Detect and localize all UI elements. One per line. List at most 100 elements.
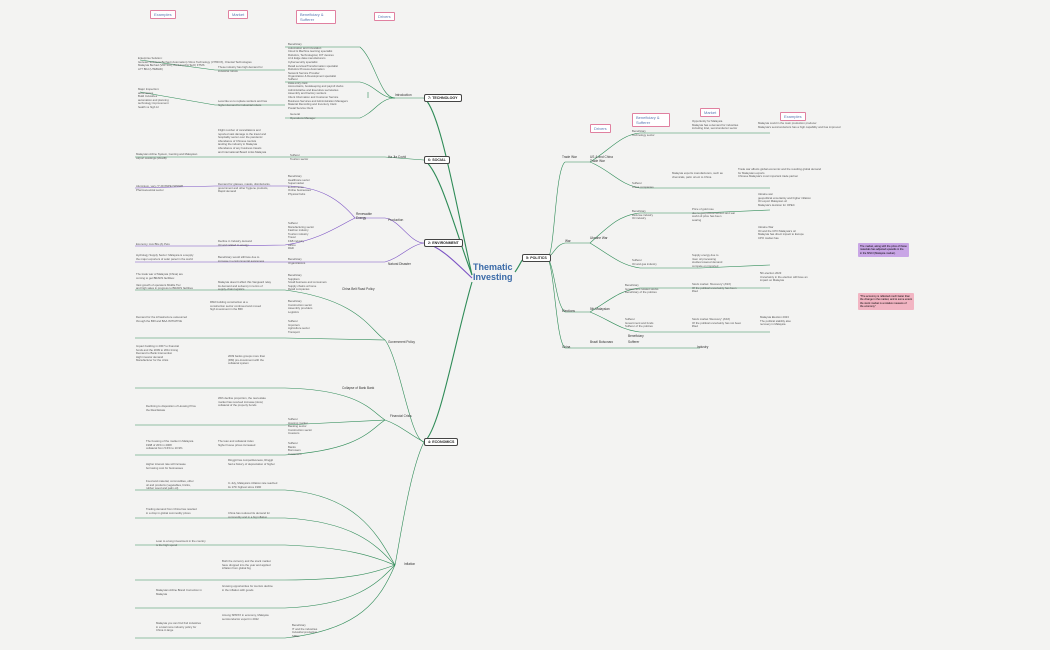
driver-label: Trade War: [562, 155, 577, 159]
sub-driver: 5th Malaysian: [590, 307, 610, 311]
driver-label: Ha Jia Covid: [388, 155, 407, 159]
header-market-right: Market: [700, 108, 721, 117]
pol-election-market: Stock market: 'Recovery' (ASX) Of the po…: [692, 282, 737, 294]
env-sufferer: Sufferer Manufacturing sector Fashion in…: [288, 221, 315, 251]
pol-election-example-2: Malaysia Election 2023 The political sta…: [760, 315, 791, 327]
tech-market-2: Less like us to replace workers and has …: [218, 99, 267, 107]
pol-war-beneficiary: Beneficiary Defense industry Oil industr…: [632, 209, 653, 221]
pol-war-market-2: Supply energy due to risen oil processin…: [692, 253, 723, 268]
eco-market-10: Growing opportunities for tourism declin…: [222, 584, 273, 592]
eco-beneficiary-11: Beneficiary IT and the industries Indust…: [292, 623, 318, 638]
eco-market-9: Both the currency and the stock market h…: [222, 559, 271, 571]
driver-label: Financial Crisis: [390, 414, 412, 418]
driver-label: Introduction: [395, 93, 412, 97]
env-beneficiary: Beneficiary Healthcare sector Supermarke…: [288, 174, 311, 196]
eco-example-4: Declining to disposition of Housing Pric…: [146, 404, 196, 412]
env-example-2: Economy: Aux Bfa (A) Pets: [136, 242, 170, 246]
pol-election-sufferer: Sufferer Government and funds Sufferer o…: [625, 317, 654, 329]
eco-sufferer-4: Sufferer Housing market Banking sector C…: [288, 417, 313, 436]
tech-beneficiary: Beneficiary Automation and Innovation Cl…: [288, 42, 338, 79]
pol-tradewar-market: Opportunity for Malaysia Malaysia has a …: [692, 119, 739, 131]
link-center-env: [423, 242, 473, 279]
env-beneficiary-2: Beneficiary Organizations: [288, 257, 306, 265]
note-callout-pink: "The economy is reflected much faster th…: [858, 293, 915, 311]
eco-example-1: The trade war of Malaysia (China) are co…: [136, 272, 193, 291]
env-market-1: Demand for glasses, masks, disinfectants…: [218, 182, 271, 194]
eco-example-11: Malaysia you can find find industries in…: [156, 621, 201, 633]
tech-general: General Operations Manager: [290, 112, 316, 120]
tech-market-1: These industry has high demand for indus…: [218, 65, 263, 73]
sub-driver: Industry: [697, 345, 709, 349]
eco-example-10: Malaysian Airline Brand Correction in Ma…: [156, 588, 202, 596]
pol-war-market: Price of gold rose due to geopolitical t…: [692, 207, 736, 222]
driver-label: Natural Disaster: [388, 262, 411, 266]
eco-label: Collapse of Bank Bank: [342, 386, 375, 390]
header-beneficiary-right: Beneficiary & Sufferer: [632, 113, 670, 127]
driver-label: War: [565, 239, 571, 243]
driver-label: Elections: [562, 309, 575, 313]
social-sufferer: Sufferer Tourism sector: [290, 153, 309, 161]
tech-example-2: Major Inspection: automations Build Indu…: [138, 87, 169, 109]
driver-label: Renewable Energy: [356, 212, 372, 220]
eco-market-4: With decline proportion, the real estate…: [218, 396, 266, 408]
eco-beneficiary-2: Beneficiary Construction sector Assembly…: [288, 299, 313, 314]
sub-driver: Brazil Bolsonaro: [590, 340, 614, 344]
eco-market-1: Malaysia doesn't affect this Vanguard re…: [218, 280, 271, 292]
branch-economics[interactable]: 4: ECONOMICS: [424, 438, 459, 446]
eco-example-9: Loan to a long investment in the country…: [156, 539, 206, 547]
pol-tradewar-sufferer: Sufferer China companies: [632, 181, 654, 189]
tech-example-1: Enterprise Solution: Genetec Solutions B…: [138, 56, 252, 71]
header-drivers-left: Drivers: [374, 12, 395, 21]
pol-election-beneficiary: Beneficiary Government related stocks Be…: [625, 283, 659, 295]
note-callout-purple: The market, along with the price of thes…: [858, 243, 909, 257]
pol-war-sufferer: Sufferer Oil and gas industry: [632, 258, 657, 266]
social-example: Malaysian Airline System, Genting and Ma…: [136, 152, 198, 160]
pol-sufferer-label: Sufferer: [628, 340, 640, 344]
branch-politics[interactable]: 5: POLITICS: [522, 254, 551, 262]
link-center-tech: [423, 97, 473, 276]
pol-beneficiary-label: Beneficiary: [628, 334, 644, 338]
eco-example-3: Impact building in 2007 to financial fun…: [136, 344, 179, 363]
eco-example-2: Demand for the infrastructure outsourced…: [136, 315, 187, 323]
driver-label: Production: [388, 218, 404, 222]
env-market-2: Decline in Industry demand Oil and relat…: [218, 239, 252, 247]
central-topic[interactable]: Thematic Investing: [473, 262, 513, 282]
env-example-1: Aluminium, vary (Y) ROWPE ISPAWP Pharmac…: [136, 184, 184, 192]
driver-label: China: [562, 345, 571, 349]
central-topic-line1: Thematic: [473, 262, 513, 272]
pol-tradewar-beneficiary: Beneficiary Technology sector: [632, 129, 655, 137]
header-market-left: Market: [228, 10, 249, 19]
eco-market-7: In July, Malaysia's inflation rate reach…: [228, 481, 278, 489]
eco-market-6: Ringgit has competitiveness, Ringgit had…: [228, 458, 275, 466]
link-center-social: [423, 159, 473, 276]
eco-example-6: Higher interest rate will increase borro…: [146, 462, 186, 470]
pol-war-example-2: Ukraine War Oil and the CPO Malaysia's o…: [758, 225, 804, 240]
eco-example-5: The housing of the market in Malaysia 19…: [146, 439, 194, 451]
env-market-3: Beneficiary would still face due to incr…: [218, 255, 265, 263]
pol-tradewar-example: Malaysia could in the main production pr…: [758, 121, 841, 129]
pol-election-market-2: Stock market 'Recovery' (ASX) Of the pol…: [692, 317, 742, 329]
driver-label: Inflation: [404, 562, 416, 566]
tech-sufferer: Sufferer Data entry clerk Accountants, b…: [288, 77, 348, 110]
header-drivers-right: Drivers: [590, 124, 611, 133]
eco-example-7: Food and material, commodities, other oi…: [146, 479, 194, 491]
sub-driver: US & and China Trade War: [590, 155, 613, 163]
eco-market-3: 2009 banks groups more than (RM) pre-inv…: [228, 354, 266, 366]
header-examples-left: Examples: [150, 10, 176, 19]
env-example-3: Hydrology Supply Sector: Malaysia is a s…: [136, 253, 194, 261]
eco-sufferer-2: Sufferer Importers Agriculture sector Tr…: [288, 319, 310, 334]
branch-social[interactable]: 6: SOCIAL: [424, 156, 450, 164]
link-center-eco: [423, 281, 473, 443]
central-topic-line2: Investing: [473, 272, 513, 282]
branch-environment[interactable]: 2: ENVIRONMENT: [424, 239, 463, 247]
header-beneficiary-left: Beneficiary & Sufferer: [296, 10, 336, 24]
eco-label: China Belt Road Policy: [342, 287, 375, 291]
eco-beneficiary-1: Beneficiary Suppliers Small business and…: [288, 273, 327, 292]
social-market: Flight number of cancellations and repor…: [218, 128, 267, 154]
eco-market-2: RM2 building construction at a construct…: [210, 300, 261, 312]
pol-tradewar-market-2: Malaysia exports manufacturers, such as …: [672, 171, 723, 179]
eco-market-8: China has reduced its demand for commodi…: [228, 511, 270, 519]
branch-technology[interactable]: 7: TECHNOLOGY: [424, 94, 462, 102]
eco-sufferer-5: Sufferer Banks Borrowers Customers: [288, 441, 302, 456]
eco-market-5: The loan and collateral index higher hou…: [218, 439, 256, 447]
